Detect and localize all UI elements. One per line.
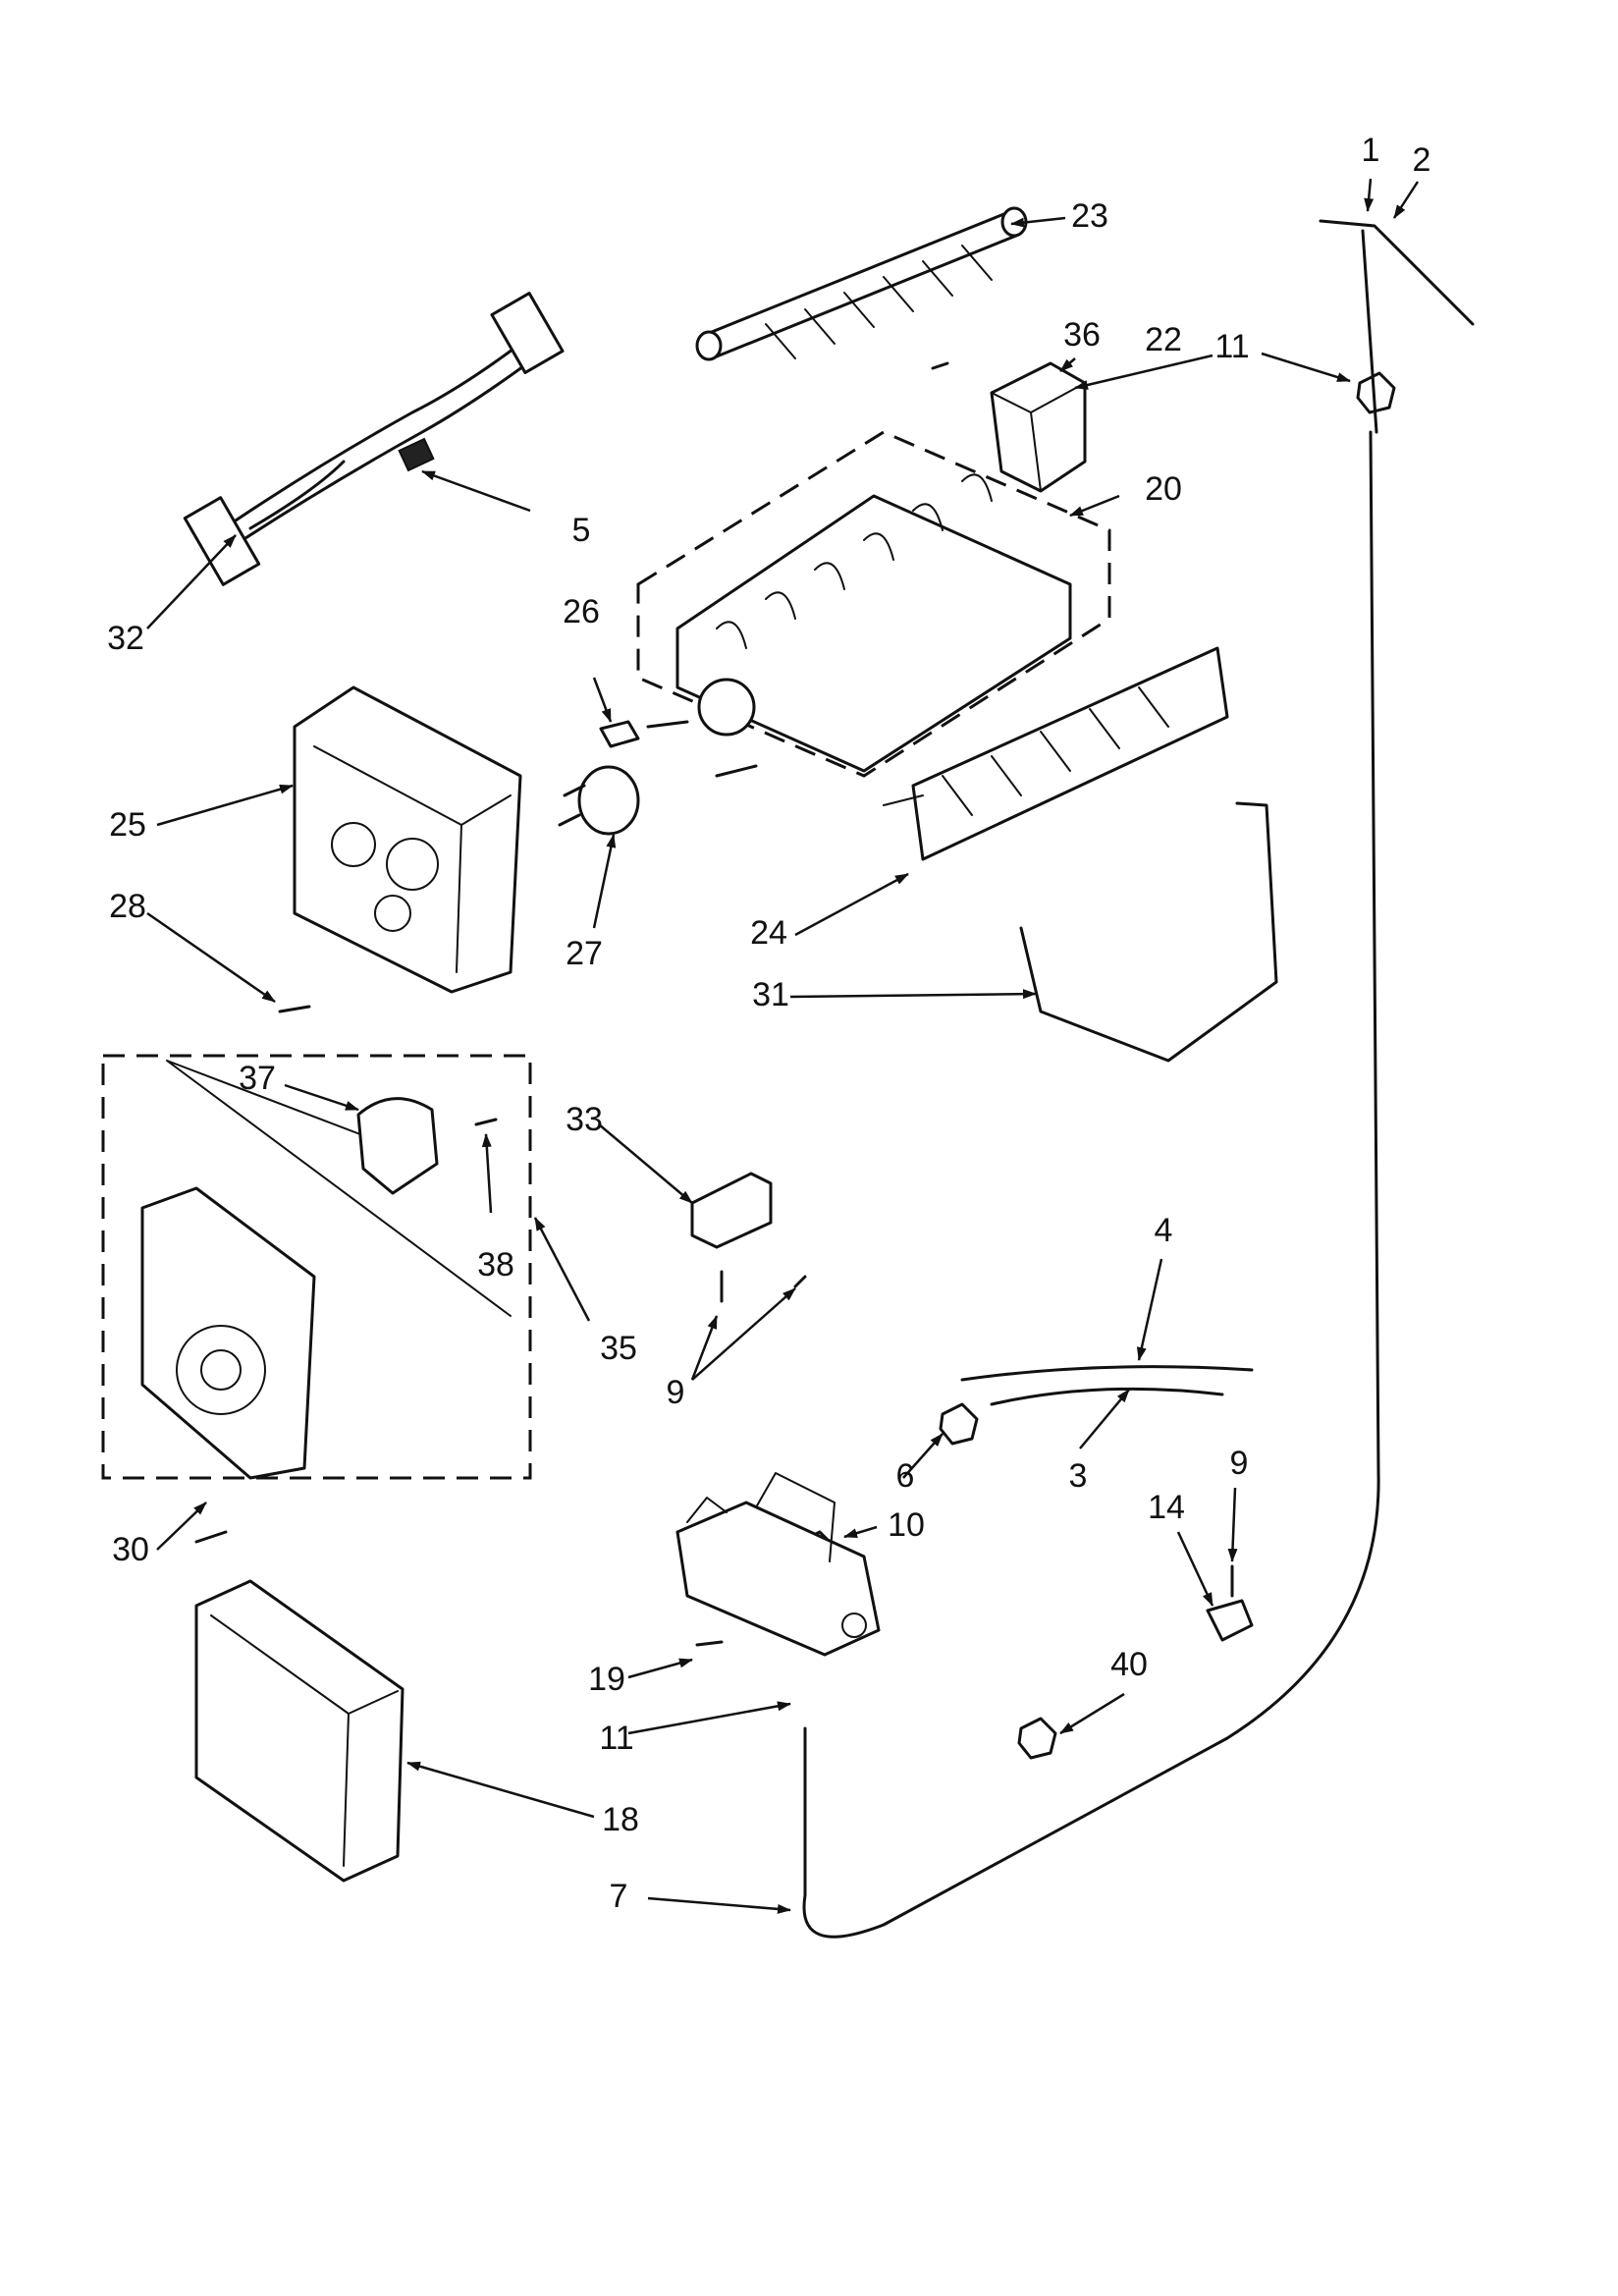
insulation-pad-part xyxy=(194,1579,404,1883)
water-tubes-part xyxy=(960,1365,1254,1406)
part-label-33: 33 xyxy=(566,1101,603,1138)
part-label-26: 26 xyxy=(563,593,600,630)
part-label-14: 14 xyxy=(1148,1489,1185,1526)
module-assembly-part xyxy=(101,1054,532,1480)
part-label-1: 1 xyxy=(1362,132,1380,169)
part-label-6: 6 xyxy=(896,1457,915,1495)
part-label-38: 38 xyxy=(477,1246,514,1284)
thermostat-part xyxy=(558,720,640,836)
part-label-35: 35 xyxy=(600,1330,637,1367)
part-label-10: 10 xyxy=(888,1506,925,1544)
part-label-30: 30 xyxy=(112,1531,149,1568)
leader-lines xyxy=(146,178,1420,1914)
part-label-27: 27 xyxy=(566,935,603,972)
part-label-28: 28 xyxy=(109,888,146,925)
control-housing-part xyxy=(293,685,522,994)
part-label-23: 23 xyxy=(1071,197,1108,235)
stripper-part xyxy=(883,646,1229,861)
fill-cup-part xyxy=(990,361,1087,493)
part-label-18: 18 xyxy=(602,1801,639,1838)
part-label-7: 7 xyxy=(610,1878,628,1915)
wire-harness-part xyxy=(183,292,565,586)
part-label-2: 2 xyxy=(1413,141,1431,179)
tube-clamp-part xyxy=(1206,1564,1254,1642)
part-label-20: 20 xyxy=(1145,470,1182,508)
part-label-25: 25 xyxy=(109,806,146,844)
ejector-blade-part xyxy=(695,206,1028,361)
part-label-32: 32 xyxy=(107,620,144,657)
part-label-9a: 9 xyxy=(667,1374,685,1411)
part-label-4: 4 xyxy=(1155,1212,1173,1249)
ice-mold-part xyxy=(636,430,1111,778)
part-label-19: 19 xyxy=(588,1661,625,1698)
part-labels: 1 2 3 4 5 6 7 9 9 10 11 11 14 18 19 20 2… xyxy=(107,132,1430,1915)
bracket-part xyxy=(690,1172,807,1303)
part-label-22: 22 xyxy=(1145,321,1182,358)
part-label-36: 36 xyxy=(1063,316,1101,354)
part-label-11a: 11 xyxy=(1214,328,1249,365)
part-label-5: 5 xyxy=(572,512,591,549)
part-label-3: 3 xyxy=(1069,1457,1088,1495)
part-label-9b: 9 xyxy=(1230,1445,1249,1482)
screw-parts xyxy=(194,361,949,1544)
part-label-24: 24 xyxy=(750,914,787,952)
fill-tube-part xyxy=(802,219,1475,1939)
part-label-37: 37 xyxy=(239,1060,276,1097)
part-label-40: 40 xyxy=(1110,1646,1148,1683)
part-label-11b: 11 xyxy=(599,1720,633,1757)
water-valve-part xyxy=(675,1472,881,1657)
part-label-31: 31 xyxy=(752,976,789,1013)
shutoff-arm-part xyxy=(1019,801,1278,1063)
